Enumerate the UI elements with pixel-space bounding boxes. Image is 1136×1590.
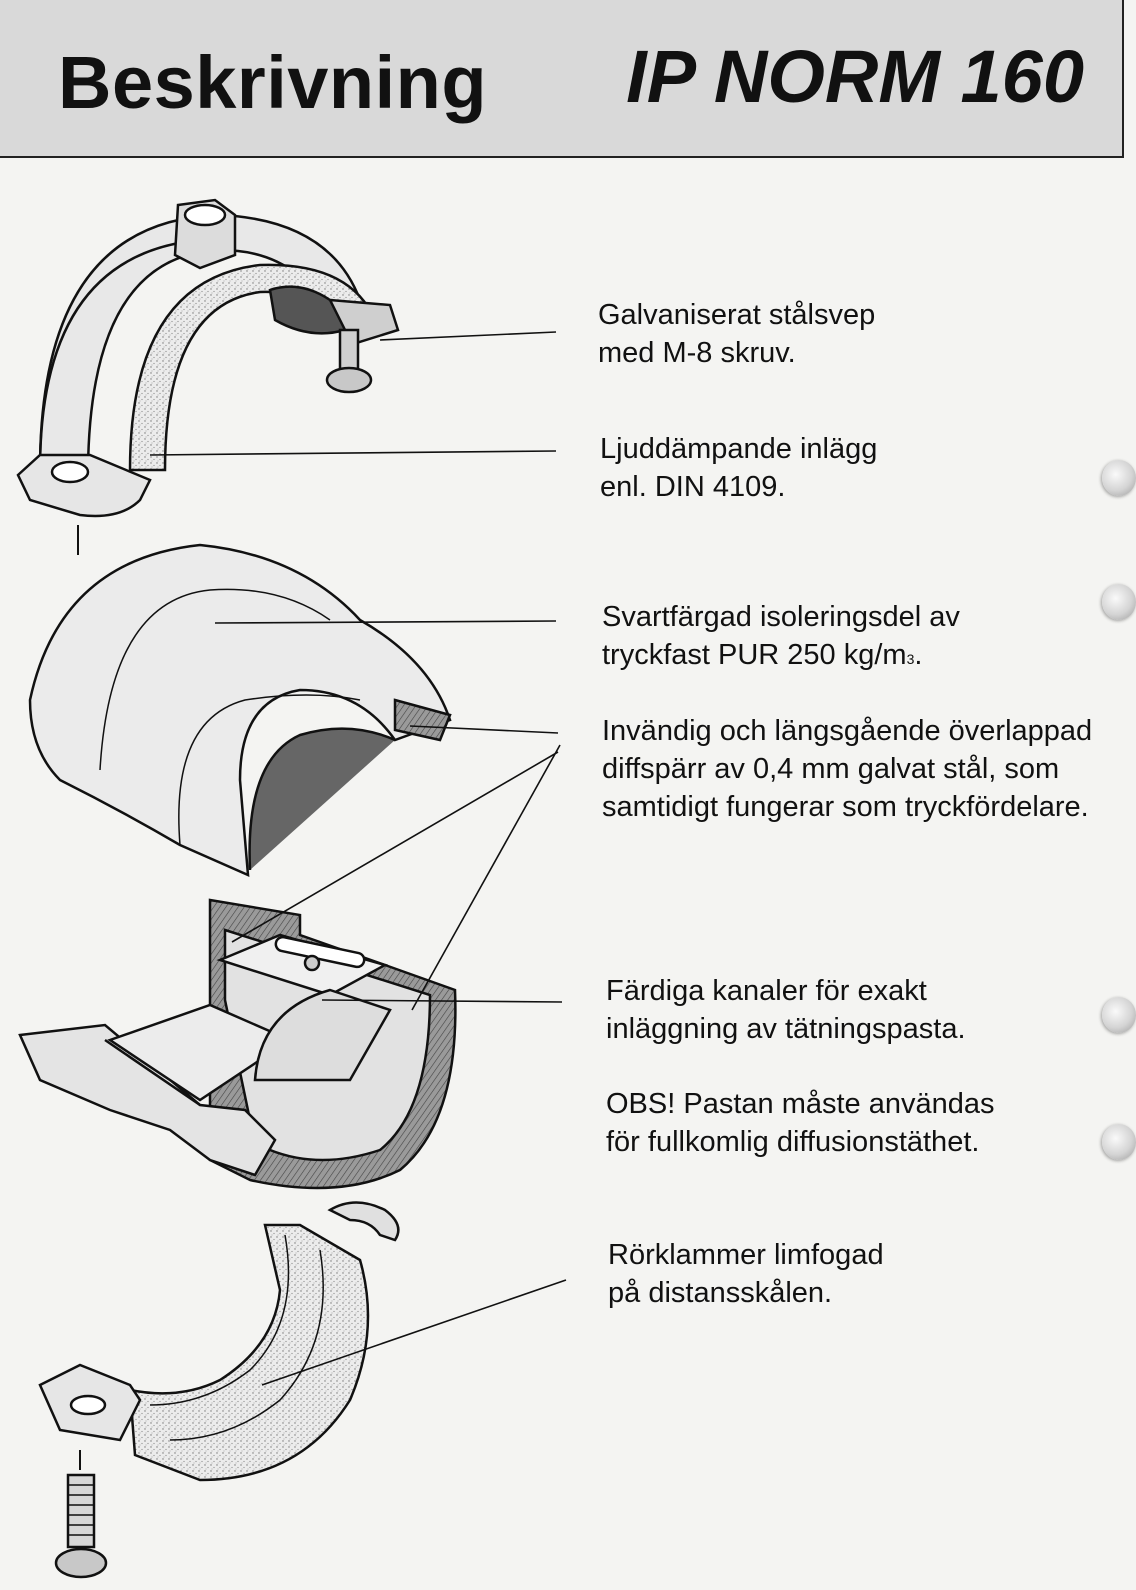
binder-hole [1102, 997, 1136, 1033]
label-steel-clamp: Galvaniserat stålsvep med M-8 skruv. [598, 296, 875, 372]
label-line: inläggning av tätningspasta. [606, 1013, 966, 1045]
loose-bolt [54, 1473, 108, 1579]
label-line: Rörklammer limfogad [608, 1239, 884, 1271]
header-band: Beskrivning IP NORM 160 [0, 0, 1124, 158]
binder-hole [1102, 584, 1136, 620]
label-line: för fullkomlig diffusionstäthet. [606, 1126, 980, 1158]
label-diffusion-barrier: Invändig och längsgående överlappad diff… [602, 712, 1092, 826]
label-line: Ljuddämpande inlägg [600, 433, 878, 465]
label-damping-insert: Ljuddämpande inlägg enl. DIN 4109. [600, 430, 877, 506]
label-obs-note: OBS! Pastan måste användas för fullkomli… [606, 1085, 995, 1161]
label-line: enl. DIN 4109. [600, 471, 786, 503]
leader-lines [149, 331, 567, 1386]
label-pipe-clamp: Rörklammer limfogad på distansskålen. [608, 1236, 884, 1312]
binder-hole [1102, 1124, 1136, 1160]
label-line: OBS! Pastan måste användas [606, 1088, 995, 1120]
label-line: tryckfast PUR 250 kg/m3. [602, 636, 960, 674]
steel-clamp [16, 198, 400, 518]
label-line: med M-8 skruv. [598, 337, 796, 369]
binder-hole [1102, 460, 1136, 496]
superscript: 3 [906, 651, 915, 667]
label-line: på distansskålen. [608, 1277, 833, 1309]
label-line: diffspärr av 0,4 mm galvat stål, som [602, 753, 1060, 785]
label-line: samtidigt fungerar som tryckfördelare. [602, 791, 1089, 823]
product-title: IP NORM 160 [626, 35, 1084, 118]
label-text: tryckfast PUR 250 kg/m [602, 639, 907, 671]
barrier-shell-middle [18, 898, 457, 1190]
label-text: . [914, 639, 923, 671]
insulation-shell-top [28, 543, 452, 877]
label-line: Färdiga kanaler för exakt [606, 975, 927, 1007]
label-line: Invändig och längsgående överlappad [602, 715, 1093, 747]
label-line: Svartfärgad isoleringsdel av [602, 601, 960, 633]
pipe-clamp-bottom [38, 1201, 400, 1482]
label-channels: Färdiga kanaler för exakt inläggning av … [606, 972, 966, 1048]
label-line: Galvaniserat stålsvep [598, 299, 876, 331]
label-insulation: Svartfärgad isoleringsdel av tryckfast P… [602, 598, 960, 674]
page-title: Beskrivning [58, 41, 488, 124]
